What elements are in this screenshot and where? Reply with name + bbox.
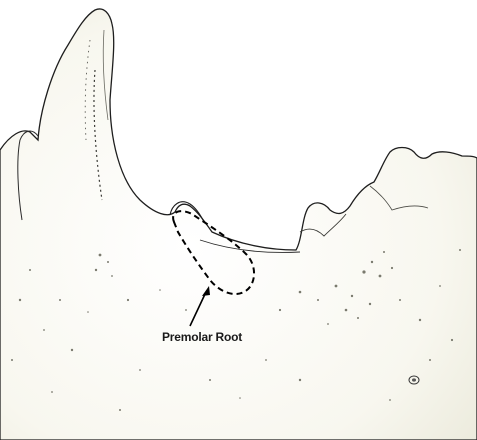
mandible-body [0, 9, 477, 440]
premolar-root-label: Premolar Root [162, 330, 242, 344]
